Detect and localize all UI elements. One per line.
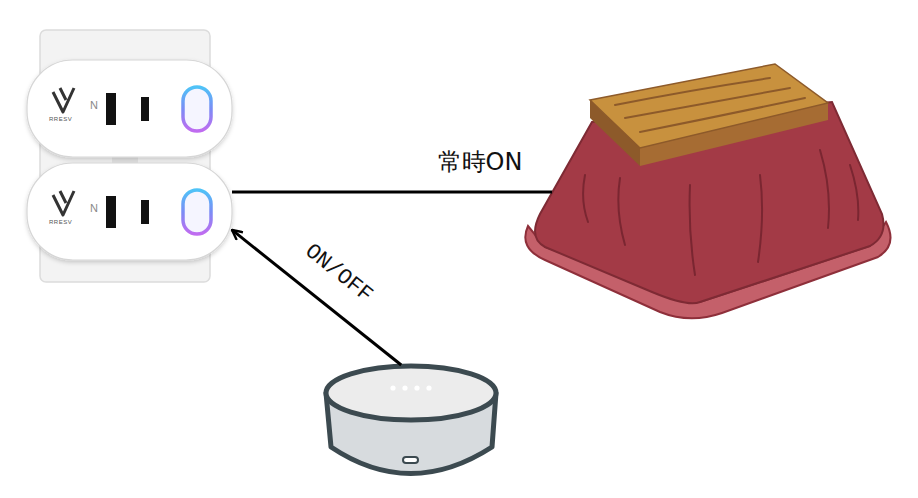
smart-speaker (326, 366, 496, 474)
edge-label: ON/OFF (300, 239, 378, 308)
socket-marking: N (90, 99, 98, 111)
kotatsu-node (552, 60, 887, 318)
smart-plug (27, 60, 232, 157)
brand-name: RRESV (49, 219, 72, 225)
smart-plug (27, 163, 232, 260)
smart-plug-node: N RRESV (27, 60, 232, 157)
kotatsu (525, 64, 890, 318)
socket-marking: N (90, 202, 98, 214)
speaker-node (322, 365, 502, 487)
edge-label: 常時ON (438, 146, 523, 178)
control-arrow (232, 230, 401, 365)
brand-name: RRESV (49, 116, 72, 122)
smart-plug-node: N RRESV (27, 163, 232, 260)
power-line (232, 191, 552, 194)
